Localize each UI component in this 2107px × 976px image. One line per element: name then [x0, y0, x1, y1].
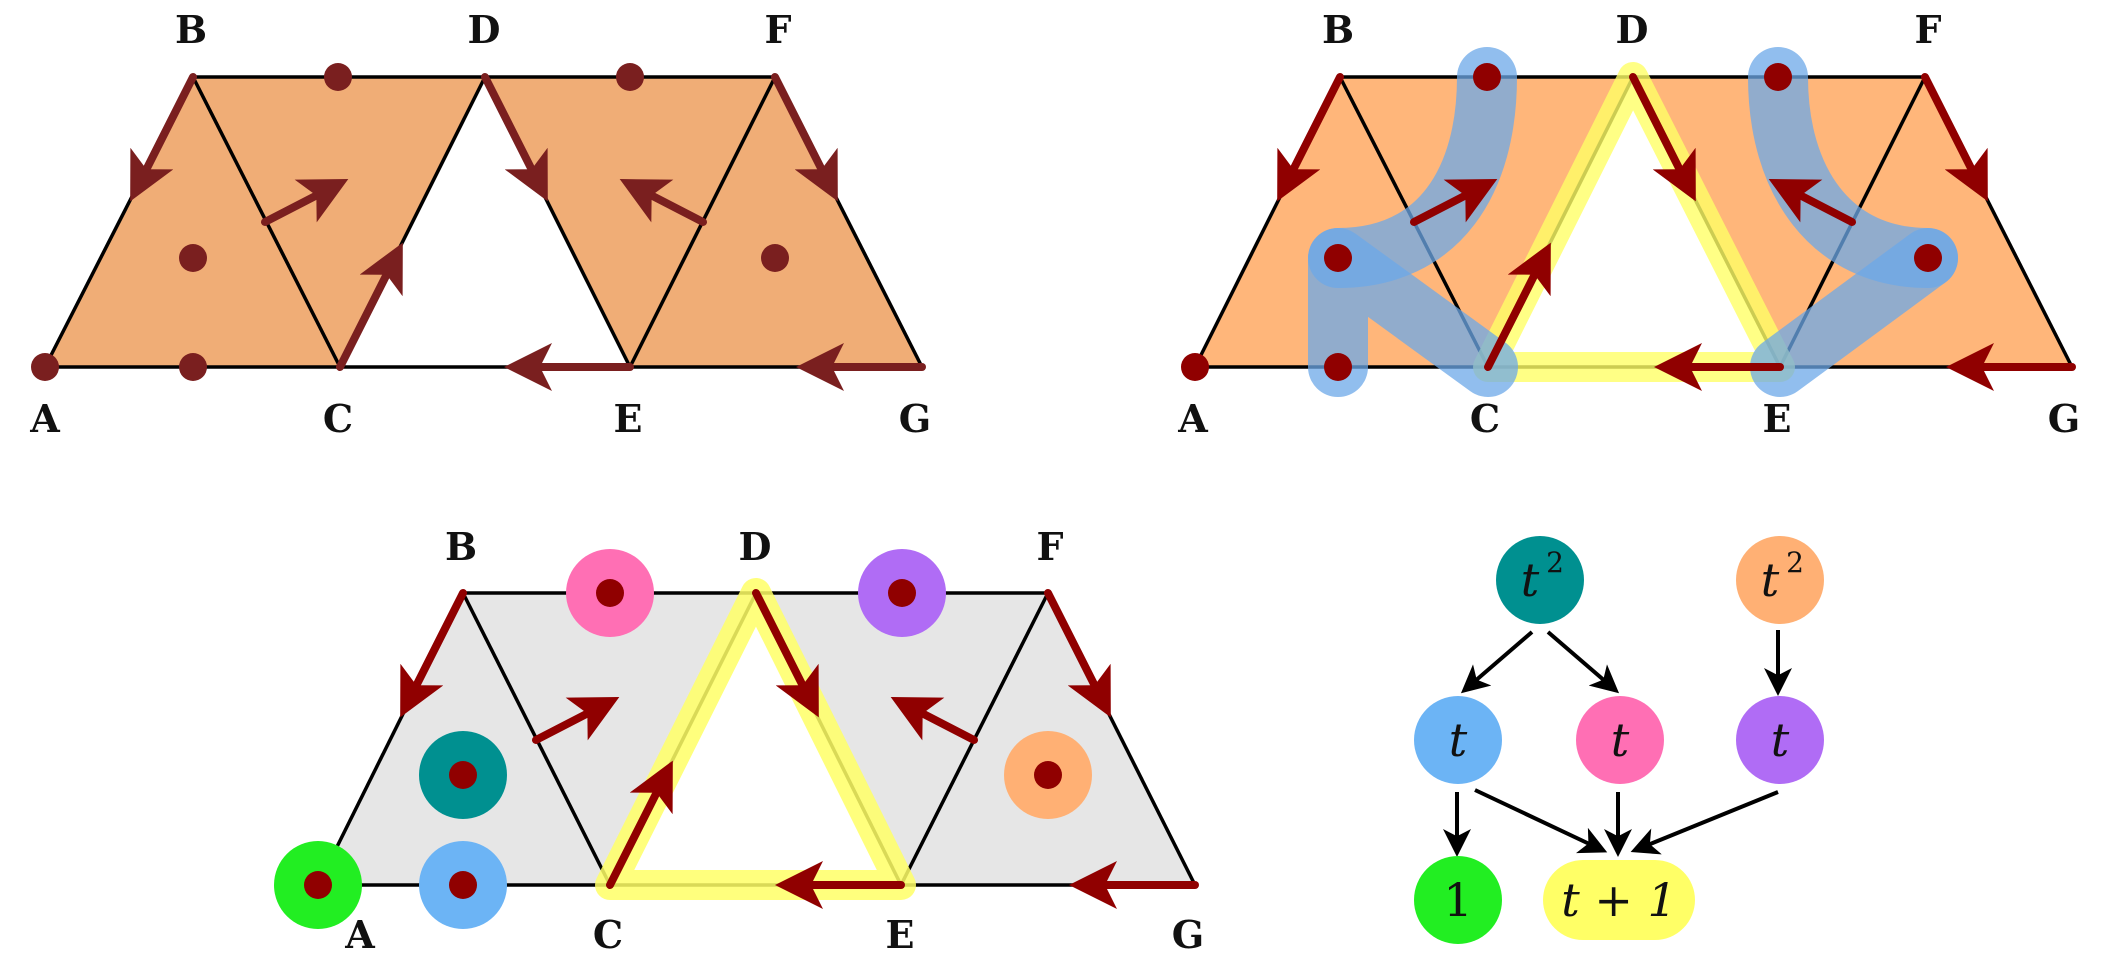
panel-3-dots: [304, 579, 1062, 899]
vertex-label-a: A: [344, 912, 375, 957]
arrow: [1484, 242, 1551, 371]
tree-node-t-pink: t: [1576, 696, 1664, 784]
vertex-label-b: B: [1322, 7, 1354, 52]
arrow: [532, 696, 620, 744]
vertex-label-c: C: [323, 396, 353, 441]
tree-edges: [1443, 630, 1792, 857]
tree-node-label: t: [1521, 553, 1540, 607]
arrow: [261, 178, 349, 226]
tree-node-sup: 2: [1546, 546, 1564, 579]
arrow: [481, 73, 548, 202]
tree-node-t-purple: t: [1736, 696, 1824, 784]
vertex-label-b: B: [175, 7, 207, 52]
vertex-label-c: C: [1470, 396, 1500, 441]
arrow: [1277, 73, 1344, 202]
tree-node-t-squared-orange: t 2: [1736, 536, 1824, 624]
vertex-label-f: F: [1037, 524, 1064, 569]
tree-panel: t 2 t 2 t t t 1 t + 1: [1414, 536, 1824, 944]
vertex-label-g: G: [2048, 396, 2080, 441]
panel-1-arrows: [130, 73, 926, 391]
arrow: [619, 178, 707, 226]
panel-2-yellow-cycle: [1473, 62, 1795, 382]
panel-3-labels: A B C D E F G: [344, 524, 1204, 957]
arrow: [606, 760, 673, 889]
tree-node-disk: [1496, 536, 1584, 624]
arrow: [1044, 589, 1111, 718]
tree-node-sup: 2: [1786, 546, 1804, 579]
arrow: [752, 589, 819, 718]
vertex-label-e: E: [886, 912, 915, 957]
panel-2-dots: [1181, 63, 1942, 381]
vertex-label-b: B: [445, 524, 477, 569]
panel-1-dots: [31, 63, 789, 381]
vertex-label-d: D: [468, 7, 501, 52]
vertex-label-e: E: [1763, 396, 1792, 441]
panel-3-arrows: [400, 589, 1199, 909]
tree-node-label: t: [1449, 713, 1468, 767]
panel-2-arrows: [1277, 73, 2076, 391]
tree-node-label: t: [1771, 713, 1790, 767]
tree-node-t-plus-one-yellow: t + 1: [1543, 860, 1695, 940]
vertex-label-d: D: [1616, 7, 1649, 52]
arrow: [1921, 73, 1988, 202]
tree-node-one-green: 1: [1414, 856, 1502, 944]
panel-3-yellow-cycle: [595, 578, 916, 900]
tree-node-disk: [1576, 696, 1664, 784]
arrow: [1768, 178, 1856, 226]
panel-3-fill: [318, 593, 1195, 885]
tree-node-disk: [1736, 536, 1824, 624]
svg-text:t: t: [1521, 553, 1540, 607]
vertex-label-d: D: [739, 524, 772, 569]
arrow: [890, 696, 978, 744]
tree-node-t-blue: t: [1414, 696, 1502, 784]
vertex-label-a: A: [29, 396, 60, 441]
tree-node-pill: [1543, 860, 1695, 940]
arrow: [771, 73, 838, 202]
panel-1-labels: A B C D E F G: [29, 7, 931, 441]
vertex-label-c: C: [593, 912, 623, 957]
vertex-label-e: E: [614, 396, 643, 441]
panel-1-fill: [45, 77, 922, 367]
arrow: [336, 242, 403, 371]
tree-node-label: t: [1611, 713, 1630, 767]
panel-2-labels: A B C D E F G: [1177, 7, 2080, 441]
vertex-label-f: F: [765, 7, 792, 52]
tree-node-label: t: [1761, 553, 1780, 607]
vertex-label-g: G: [1172, 912, 1204, 957]
tree-node-t-squared-teal: t 2: [1496, 536, 1584, 624]
vertex-label-f: F: [1915, 7, 1942, 52]
panel-1: A B C D E F G: [29, 7, 931, 441]
vertex-label-a: A: [1177, 396, 1208, 441]
panel-2: A B C D E F G: [1177, 7, 2080, 441]
tree-node-label: 1: [1443, 873, 1472, 927]
tree-node-disk: [1414, 856, 1502, 944]
arrow: [1410, 178, 1498, 226]
arrow: [130, 73, 197, 202]
svg-text:t: t: [1761, 553, 1780, 607]
arrow: [400, 589, 467, 718]
tree-node-disk: [1414, 696, 1502, 784]
vertex-label-g: G: [899, 396, 931, 441]
tree-node-disk: [1736, 696, 1824, 784]
tree-node-label: t + 1: [1561, 873, 1677, 927]
arrow: [1629, 73, 1696, 202]
panel-3: A B C D E F G: [274, 524, 1204, 957]
